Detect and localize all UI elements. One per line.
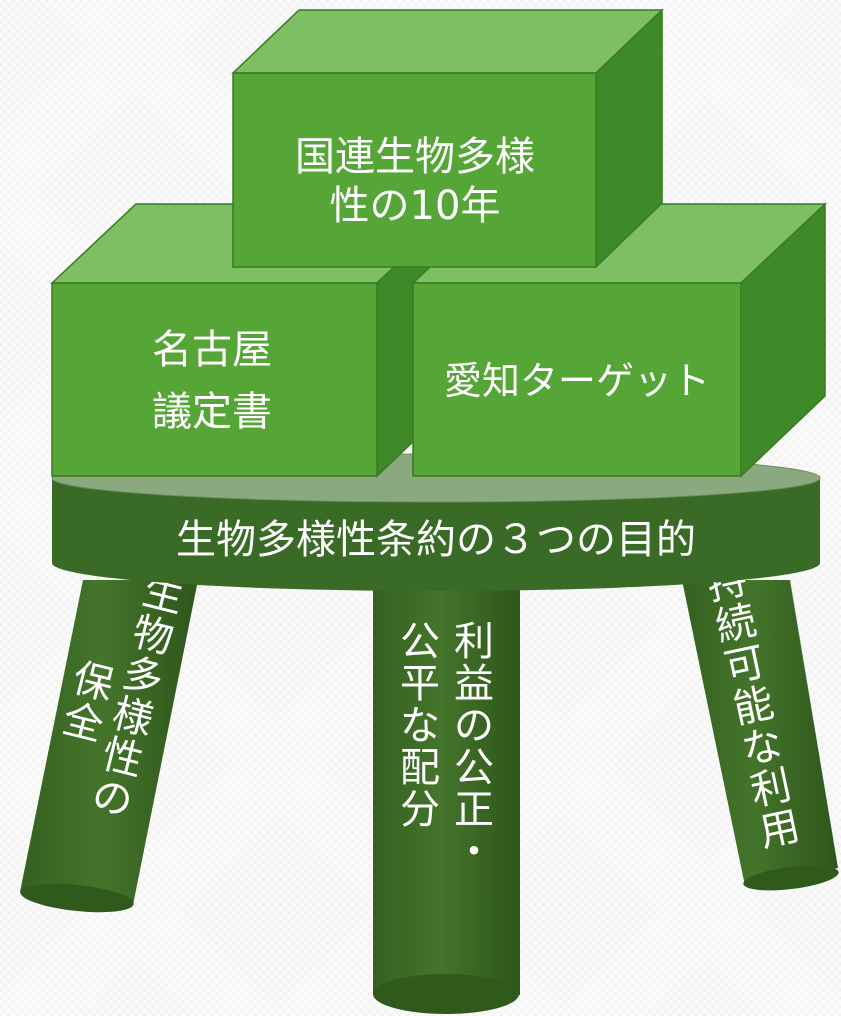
- block-un-decade: 国連生物多様 性の10年: [231, 8, 664, 269]
- vertical-char: な: [738, 721, 787, 774]
- vertical-char: 平: [400, 661, 440, 707]
- block-left-line1: 名古屋: [152, 327, 272, 373]
- leg-right-label: 持続可能な利用: [703, 557, 804, 857]
- seat-label: 生物多様性条約の３つの目的: [176, 517, 696, 563]
- stool-seat: 生物多様性条約の３つの目的: [51, 453, 821, 591]
- vertical-char: 用: [755, 803, 804, 856]
- vertical-char: 続: [712, 598, 761, 651]
- leg-middle-label-main: 利益の公正・: [454, 619, 494, 875]
- vertical-char: 分: [400, 787, 440, 833]
- vertical-char: の: [454, 703, 494, 749]
- leg-left: 生物多様性の 保全: [20, 568, 198, 913]
- vertical-char: 利: [454, 619, 494, 665]
- vertical-char: 能: [729, 680, 778, 733]
- vertical-char: 利: [747, 762, 796, 815]
- vertical-char: 公: [454, 745, 494, 791]
- block-left-line2: 議定書: [152, 389, 272, 435]
- vertical-char: 配: [400, 745, 440, 791]
- vertical-char: 益: [454, 661, 494, 707]
- vertical-char: ・: [454, 829, 494, 875]
- leg-right: 持続可能な利用: [682, 557, 839, 891]
- block-top-line1: 国連生物多様: [295, 134, 535, 180]
- leg-middle-label-sub: 公平な配分: [400, 619, 440, 833]
- vertical-char: 正: [454, 787, 494, 833]
- vertical-char: 公: [400, 619, 440, 665]
- leg-middle: 利益の公正・ 公平な配分: [373, 580, 520, 1014]
- vertical-char: な: [400, 703, 440, 749]
- block-right-label: 愛知ターゲット: [444, 359, 710, 403]
- block-top-line2: 性の10年: [330, 183, 501, 229]
- vertical-char: 可: [720, 639, 769, 692]
